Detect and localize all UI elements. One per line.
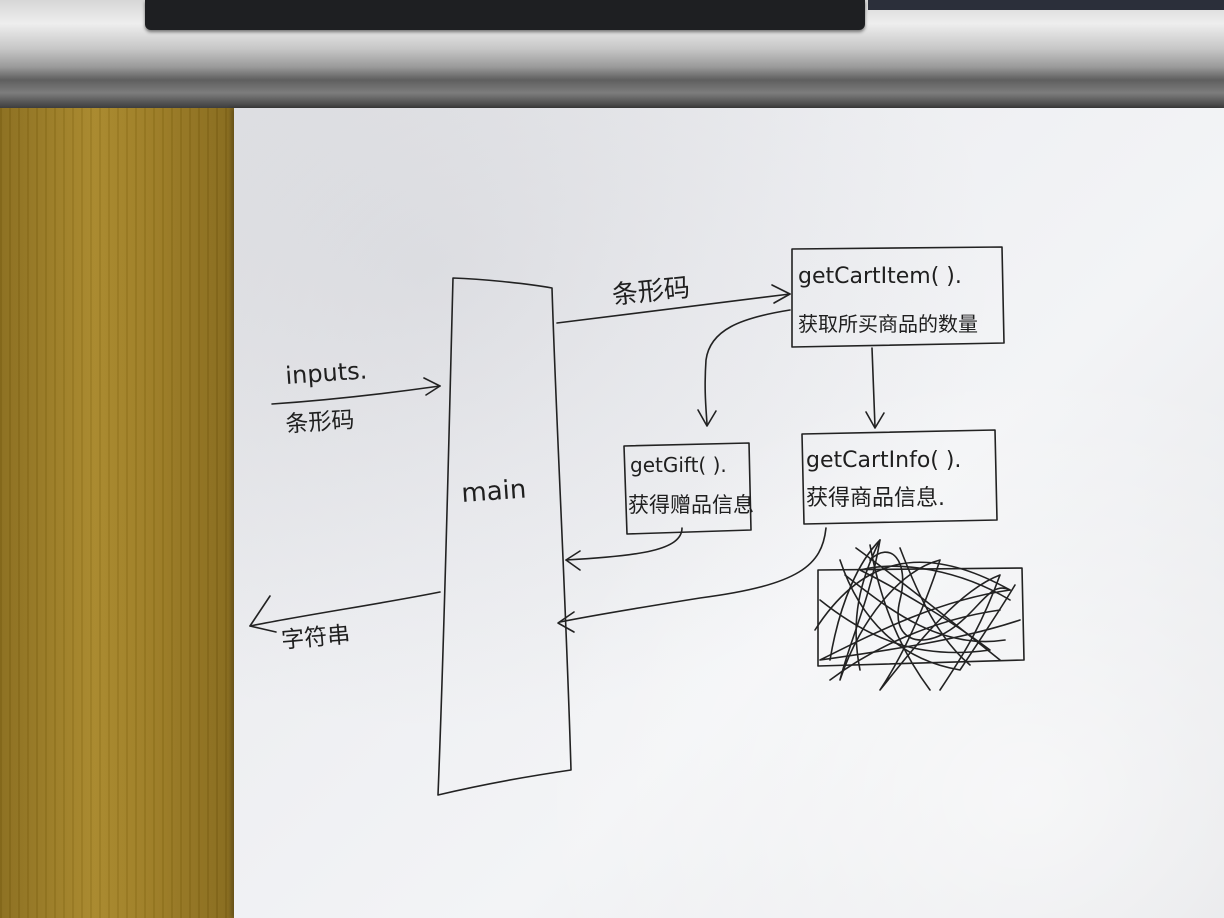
edge-to-gift-head [697,409,717,427]
paper-lighting [234,108,1224,918]
gift-return-line [565,527,683,561]
box-gift-desc: 获得赠品信息 [628,493,754,517]
main-label: main [460,475,527,509]
box-cart-items-func: getCartItem( ). [798,264,962,289]
info-return-line [559,527,827,623]
barcode-edge-line [556,293,791,324]
gift-return-head [565,550,581,571]
dark-device [145,0,865,30]
box-cart-info-func: getCartInfo( ). [806,448,961,473]
box-gift [623,442,752,535]
box-cart-info [801,429,998,525]
device-edge [868,0,1224,10]
inputs-arrow-line [271,385,441,405]
barcode-edge-label: 条形码 [611,273,692,311]
wooden-desk [0,90,270,918]
inputs-arrow-head [423,377,441,396]
box-gift-func: getGift( ). [630,453,727,477]
barcode-edge-head [771,284,791,304]
info-return-head [557,611,575,633]
output-arrow-line [249,591,441,627]
box-cart-info-desc: 获得商品信息. [806,486,945,511]
scribble-box [814,539,1025,691]
box-cart-items [791,246,1005,348]
main-block [437,277,572,796]
wood-grain [0,90,270,918]
edge-to-info-head [865,411,885,429]
inputs-label: inputs. [284,356,368,390]
edge-to-info-line [871,347,876,428]
inputs-desc: 条形码 [285,407,356,438]
output-desc: 字符串 [280,622,351,654]
output-arrow-head [249,595,277,633]
box-cart-items-desc: 获取所买商品的数量 [798,312,978,336]
edge-to-gift-line [704,309,791,425]
